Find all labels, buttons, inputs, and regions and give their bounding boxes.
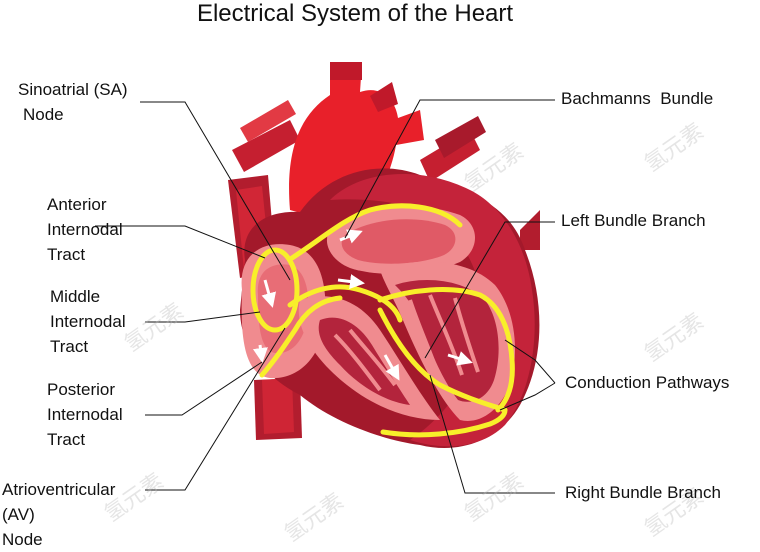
pulmonary-vessels: [232, 100, 540, 250]
flow-arrows: [252, 229, 473, 381]
leader-av: [145, 327, 286, 491]
leader-conduction-1: [504, 339, 556, 384]
label-line: Node: [2, 530, 43, 549]
internodal-path: [287, 284, 403, 323]
vena-cava-inferior: [254, 378, 302, 440]
label-bachmanns-bundle: Bachmanns Bundle: [561, 89, 714, 108]
conduction-pathways: [250, 203, 515, 438]
leader-posterior: [145, 361, 263, 416]
sa-node-ring: [250, 247, 300, 333]
label-left-bundle-branch: Left Bundle Branch: [561, 211, 706, 230]
leader-conduction-2: [499, 382, 556, 411]
page-title: Electrical System of the Heart: [196, 0, 514, 27]
right-bundle-path: [377, 307, 508, 413]
label-right-bundle-branch: Right Bundle Branch: [565, 483, 721, 502]
label-line: Atrioventricular: [2, 480, 116, 499]
left-bundle-path: [377, 287, 515, 413]
label-anterior-tract: Anterior Internodal Tract: [47, 192, 123, 267]
label-conduction-pathways: Conduction Pathways: [565, 373, 730, 392]
label-line: Middle: [50, 287, 101, 306]
leader-right-bundle: [429, 374, 555, 494]
left-atrium: [326, 206, 475, 274]
label-posterior-tract: Posterior Internodal Tract: [47, 377, 123, 452]
label-line: Sinoatrial (SA): [18, 80, 128, 99]
av-path: [259, 295, 343, 378]
bachmanns-bundle-path: [289, 203, 463, 261]
leader-left-bundle: [424, 221, 555, 359]
purkinje-path: [380, 407, 508, 438]
label-sa-node: Sinoatrial (SA) Node: [18, 77, 128, 127]
label-line: Tract: [47, 245, 86, 264]
label-line: (AV): [2, 505, 35, 524]
label-line: Internodal: [50, 312, 126, 331]
label-line: Tract: [47, 430, 86, 449]
leader-bachmanns: [344, 99, 555, 239]
leader-sa: [140, 101, 291, 281]
label-line: Posterior: [47, 380, 116, 399]
leader-lines: [95, 99, 556, 494]
leader-anterior: [95, 225, 266, 259]
label-line: Anterior: [47, 195, 107, 214]
label-middle-tract: Middle Internodal Tract: [50, 284, 126, 359]
label-line: Internodal: [47, 220, 123, 239]
aorta: [289, 62, 424, 230]
label-line: Node: [23, 105, 64, 124]
leader-middle: [145, 311, 261, 323]
label-line: Internodal: [47, 405, 123, 424]
label-av-node: Atrioventricular (AV) Node: [2, 477, 115, 552]
label-line: Tract: [50, 337, 89, 356]
